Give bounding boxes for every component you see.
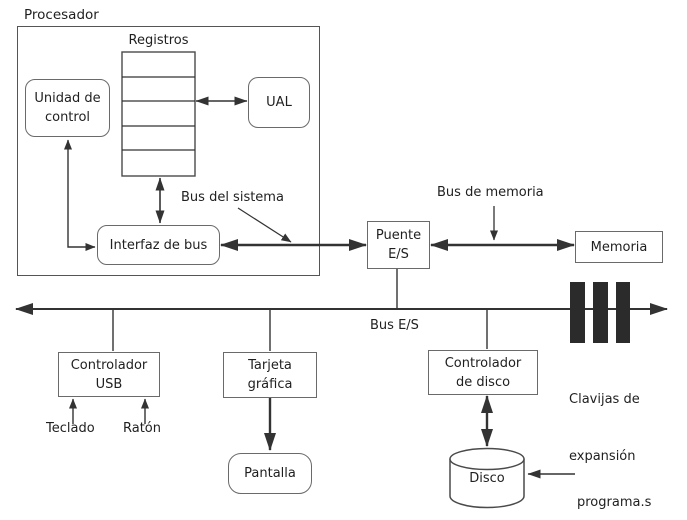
registers-label: Registros: [128, 33, 189, 48]
usb-controller-label-line2: USB: [95, 376, 123, 392]
keyboard-label: Teclado: [46, 421, 95, 436]
processor-label: Procesador: [24, 7, 99, 23]
graphics-card-label-line1: Tarjeta: [248, 358, 292, 373]
system-bus-pointer: [237, 207, 292, 243]
expansion-slots-label-line1: Clavijas de: [569, 392, 640, 407]
disk-label: Disco: [469, 471, 505, 486]
memory-label: Memoria: [590, 239, 648, 255]
io-bridge-label-line1: Puente: [375, 228, 422, 243]
graphics-card-label-line2: gráfica: [247, 377, 293, 392]
usb-controller-label-line1: Controlador: [70, 357, 148, 373]
control-unit-box: Unidad de control: [25, 79, 110, 137]
io-bridge-box: Puente E/S: [367, 221, 430, 269]
alu-box: UAL: [248, 77, 310, 128]
mouse-label: Ratón: [123, 421, 162, 436]
program-label-line1: programa.s: [577, 495, 652, 510]
controlunit-businterface-arrow: [64, 139, 96, 251]
registers-stack: [121, 51, 196, 177]
system-bus-label: Bus del sistema: [181, 190, 284, 205]
graphics-card-box: Tarjeta gráfica: [223, 352, 317, 398]
disk-controller-label-line2: de disco: [455, 374, 511, 390]
io-bridge-label-line2: E/S: [388, 247, 409, 262]
expansion-slots-label-line2: expansión: [569, 449, 636, 464]
disk-controller-label-line1: Controlador: [444, 355, 522, 371]
bus-interface-box: Interfaz de bus: [97, 225, 220, 265]
program-label: programa.s programa: [577, 455, 651, 520]
alu-label: UAL: [266, 95, 292, 110]
processor-box: [17, 26, 320, 276]
bus-interface-label: Interfaz de bus: [109, 237, 208, 253]
disk-controller-box: Controlador de disco: [428, 350, 538, 395]
io-bus-label: Bus E/S: [370, 318, 419, 333]
disk-cylinder: [449, 447, 525, 509]
memory-bus-label: Bus de memoria: [437, 185, 544, 200]
screen-label: Pantalla: [244, 466, 296, 481]
screen-box: Pantalla: [228, 453, 312, 494]
usb-controller-box: Controlador USB: [58, 352, 160, 397]
expansion-slots-label: Clavijas de expansión: [569, 352, 640, 504]
control-unit-label-line1: Unidad de: [34, 91, 101, 106]
control-unit-label-line2: control: [44, 110, 91, 125]
memory-box: Memoria: [575, 231, 663, 263]
expansion-slots-bars: [570, 282, 630, 343]
